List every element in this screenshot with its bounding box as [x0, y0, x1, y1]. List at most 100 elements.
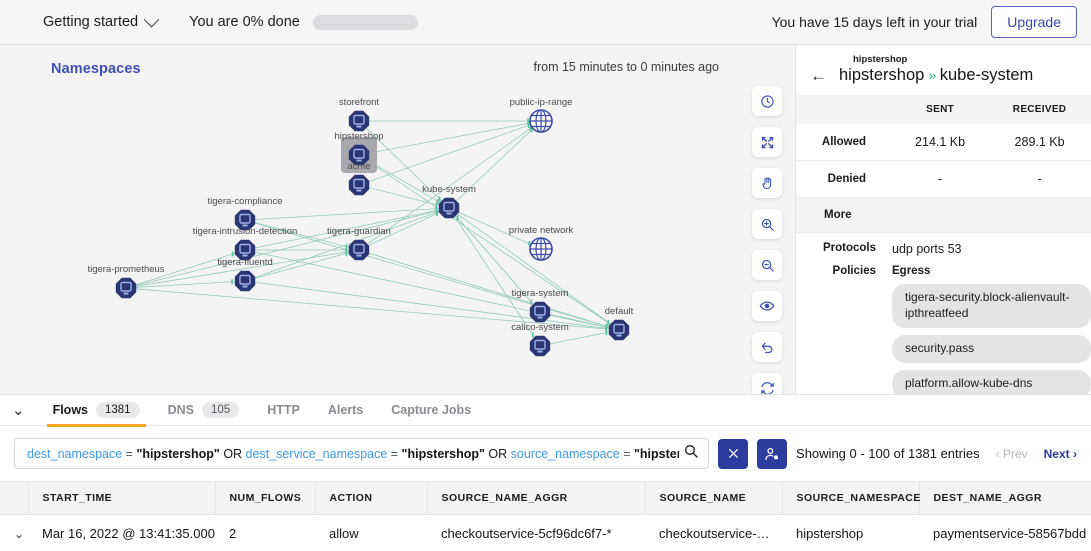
- graph-node-tigera-prometheus[interactable]: [115, 277, 137, 299]
- tab-http[interactable]: HTTP: [253, 395, 314, 426]
- graph-node-tigera-system[interactable]: [529, 301, 551, 323]
- hand-icon-button[interactable]: [752, 168, 782, 198]
- policies-label: Policies: [832, 265, 876, 277]
- graph-node-calico-system[interactable]: [529, 335, 551, 357]
- traffic-received-value: 289.1 Kb: [988, 124, 1091, 161]
- query-token-op: =: [619, 446, 634, 461]
- chevron-down-icon: [143, 11, 160, 27]
- graph-edge: [358, 120, 542, 251]
- close-icon: [728, 449, 738, 458]
- graph-canvas[interactable]: [0, 45, 795, 394]
- flows-col-source-name-aggr[interactable]: SOURCE_NAME_AGGR: [427, 481, 646, 515]
- graph-node-tigera-fluentd[interactable]: [234, 270, 256, 292]
- flows-col-dest-name-aggr[interactable]: DEST_NAME_AGGR: [919, 481, 1091, 515]
- zoom-in-icon-button[interactable]: [752, 209, 782, 239]
- undo-icon: [761, 342, 772, 353]
- saved-filters-button[interactable]: [757, 438, 787, 469]
- tab-capture-jobs-label: Capture Jobs: [391, 403, 472, 417]
- graph-edge: [125, 207, 450, 289]
- graph-node-storefront[interactable]: [348, 110, 370, 132]
- graph-edge: [125, 249, 246, 289]
- tab-flows[interactable]: Flows 1381: [39, 395, 154, 427]
- traffic-table-header: SENT RECEIVED: [796, 95, 1091, 124]
- refresh-icon-button[interactable]: [752, 373, 782, 394]
- policy-tag[interactable]: platform.allow-kube-dns: [892, 369, 1091, 394]
- query-token-val: "hipstershop": [634, 446, 679, 461]
- query-token-field: dest_service_namespace: [245, 446, 388, 461]
- traffic-col-sent: SENT: [892, 95, 989, 124]
- graph-edge: [448, 207, 542, 250]
- search-row: dest_namespace = "hipstershop" OR dest_s…: [0, 426, 1091, 481]
- graph-edge: [358, 207, 450, 251]
- eye-icon-button[interactable]: [752, 291, 782, 321]
- tab-flows-label: Flows: [52, 403, 88, 417]
- tab-capture-jobs[interactable]: Capture Jobs: [377, 395, 485, 426]
- trial-area: You have 15 days left in your trial Upgr…: [772, 6, 1077, 38]
- cell-num-flows: 2: [215, 514, 315, 551]
- tab-dns-label: DNS: [167, 403, 194, 417]
- clear-search-button[interactable]: [718, 438, 748, 469]
- query-token-field: dest_namespace: [27, 446, 123, 461]
- policies-row: Policies Egress: [796, 256, 1091, 277]
- graph-node-public-ip-range[interactable]: [529, 109, 553, 133]
- policy-tag[interactable]: tigera-security.block-alienvault-ipthrea…: [892, 284, 1091, 328]
- more-label[interactable]: More: [796, 197, 1091, 233]
- bottom-panel: ⌄ Flows 1381 DNS 105 HTTP Alerts Capture…: [0, 394, 1091, 551]
- flows-col-source-namespace[interactable]: SOURCE_NAMESPACE: [782, 481, 920, 515]
- graph-edge: [358, 184, 450, 209]
- traffic-col-blank: [796, 95, 892, 124]
- graph-node-acme[interactable]: [348, 174, 370, 196]
- service-graph-pane[interactable]: Namespaces from 15 minutes to 0 minutes …: [0, 45, 795, 394]
- chevron-down-icon: ⌄: [14, 527, 25, 541]
- graph-node-private-network[interactable]: [529, 237, 553, 261]
- zoom-out-icon-button[interactable]: [752, 250, 782, 280]
- flows-table: START_TIME NUM_FLOWS ACTION SOURCE_NAME_…: [0, 481, 1091, 551]
- flows-col-action[interactable]: ACTION: [315, 481, 428, 515]
- graph-title[interactable]: Namespaces: [51, 61, 141, 77]
- tab-flows-count: 1381: [96, 402, 140, 418]
- graph-edge: [358, 154, 620, 331]
- cell-start-time: Mar 16, 2022 @ 13:41:35.000: [28, 514, 215, 551]
- bottom-tabs: ⌄ Flows 1381 DNS 105 HTTP Alerts Capture…: [0, 395, 1091, 427]
- policies-direction: Egress: [892, 265, 931, 277]
- graph-node-kube-system[interactable]: [438, 197, 460, 219]
- flows-col-start-time[interactable]: START_TIME: [28, 481, 216, 515]
- graph-node-tigera-compliance[interactable]: [234, 209, 256, 231]
- graph-node-hipstershop[interactable]: [348, 144, 370, 166]
- clock-icon-button[interactable]: [752, 86, 782, 116]
- tab-alerts[interactable]: Alerts: [314, 395, 377, 426]
- cell-source-namespace: hipstershop: [782, 514, 919, 551]
- query-token-op: =: [387, 446, 402, 461]
- policy-tag-list: tigera-security.block-alienvault-ipthrea…: [892, 284, 1091, 394]
- undo-icon-button[interactable]: [752, 332, 782, 362]
- flows-col-source-name[interactable]: SOURCE_NAME: [645, 481, 783, 515]
- expand-icon: [761, 136, 773, 148]
- search-input[interactable]: dest_namespace = "hipstershop" OR dest_s…: [14, 438, 709, 469]
- prev-page-button[interactable]: ‹ Prev: [995, 446, 1028, 461]
- policy-tag[interactable]: security.pass: [892, 334, 1091, 363]
- row-expand-cell[interactable]: ⌄: [0, 514, 28, 551]
- traffic-row-label: Denied: [796, 160, 892, 198]
- table-row[interactable]: ⌄ Mar 16, 2022 @ 13:41:35.000 2 allow ch…: [0, 514, 1091, 551]
- double-arrow-icon: »: [928, 68, 936, 83]
- tab-dns[interactable]: DNS 105: [154, 395, 254, 426]
- cell-dest-name-aggr: paymentservice-58567bdd: [919, 514, 1091, 551]
- upgrade-button[interactable]: Upgrade: [991, 6, 1077, 38]
- detail-panel: hipstershop ← hipstershop » kube-system …: [795, 45, 1091, 394]
- graph-edge: [125, 280, 246, 289]
- query-token-op: =: [122, 446, 137, 461]
- graph-node-tigera-intrusion-detection[interactable]: [234, 239, 256, 261]
- traffic-row-label: Allowed: [796, 124, 892, 161]
- chevron-double-down-icon[interactable]: ⌄: [12, 401, 25, 419]
- expand-icon-button[interactable]: [752, 127, 782, 157]
- getting-started-menu[interactable]: Getting started: [43, 11, 160, 30]
- traffic-row-denied: Denied - -: [796, 160, 1091, 198]
- back-arrow-icon[interactable]: ←: [810, 66, 827, 85]
- detail-target: kube-system: [939, 66, 1034, 84]
- graph-node-tigera-guardian[interactable]: [348, 239, 370, 261]
- flows-col-num-flows[interactable]: NUM_FLOWS: [215, 481, 316, 515]
- graph-node-default[interactable]: [608, 319, 630, 341]
- next-page-button[interactable]: Next ›: [1043, 446, 1077, 461]
- search-icon[interactable]: [679, 443, 699, 464]
- top-bar: Getting started You are 0% done You have…: [0, 0, 1091, 45]
